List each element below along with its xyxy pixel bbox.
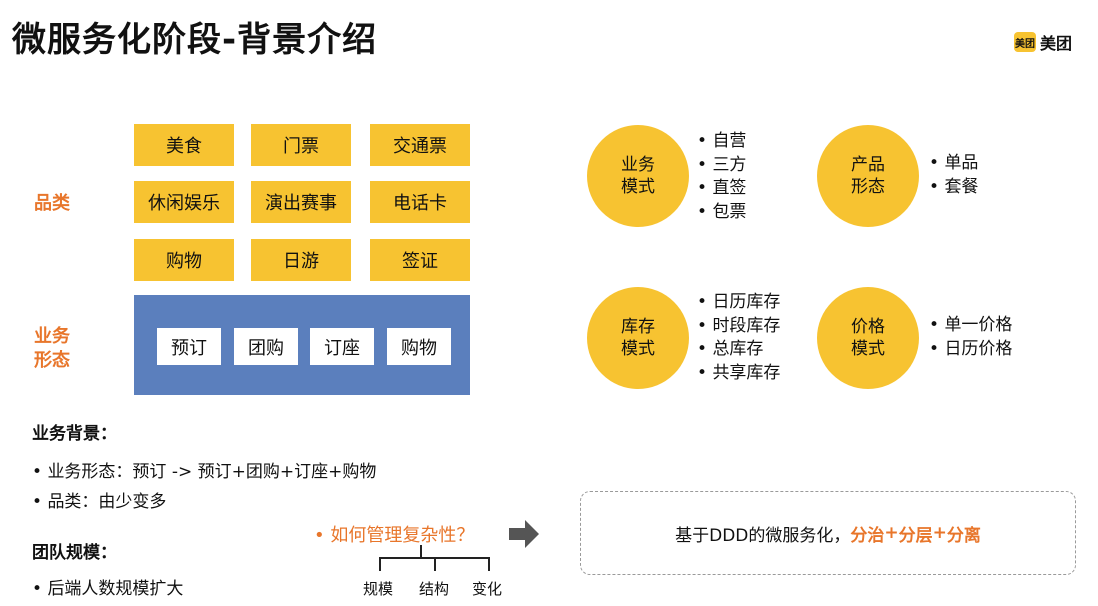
conclusion-plus: + [932,523,947,543]
circle-label-line2: 模式 [621,177,655,197]
list-item: 单一价格 [929,314,1012,338]
category-cell: 美食 [134,124,234,166]
business-form-label-line2: 形态 [34,350,70,371]
tree-branch [434,557,436,571]
circle-label-line1: 价格 [851,317,885,337]
circle-label-line1: 库存 [621,317,655,337]
right-arrow-icon [509,520,539,548]
circle-label-line2: 模式 [621,339,655,359]
list-item: 总库存 [697,338,780,362]
tree-label: 变化 [472,580,503,598]
tree-stem [420,545,422,557]
category-cell: 日游 [251,239,351,281]
list-item: 套餐 [929,176,978,200]
circle-label-line1: 业务 [621,155,655,175]
category-label: 品类 [34,193,70,214]
team-scale-heading: 团队规模： [32,543,117,563]
category-cell: 门票 [251,124,351,166]
tree-label: 结构 [419,580,450,598]
business-form-chip: 订座 [310,328,374,365]
list-item: 三方 [697,154,746,178]
background-bullet-text: 品类：由少变多 [47,492,167,512]
price-mode-circle: 价格 模式 [817,287,919,389]
list-item: 日历库存 [697,291,780,315]
conclusion-layer: 分层 [898,525,933,546]
team-bullet: • 后端人数规模扩大 [32,579,184,599]
conclusion-box: 基于DDD的微服务化，分治+分层+分离 [580,491,1076,575]
business-form-chip: 购物 [387,328,451,365]
business-background-heading: 业务背景： [32,424,117,444]
business-form-chip: 预订 [157,328,221,365]
background-bullet: • 业务形态：预订 -> 预订+团购+订座+购物 [32,462,377,482]
complexity-question: • 如何管理复杂性？ [314,525,475,546]
list-item: 直签 [697,177,746,201]
logo-icon: 美团 [1014,32,1036,52]
list-item: 自营 [697,130,746,154]
list-item: 包票 [697,201,746,225]
category-cell: 休闲娱乐 [134,181,234,223]
category-cell: 交通票 [370,124,470,166]
list-item: 日历价格 [929,338,1012,362]
tree-branch [488,557,490,571]
tree-label: 规模 [363,580,394,598]
product-form-circle: 产品 形态 [817,125,919,227]
price-mode-list: 单一价格 日历价格 [929,314,1012,361]
background-bullet-text: 业务形态：预订 -> 预订+团购+订座+购物 [47,462,377,482]
meituan-logo: 美团 美团 [1014,30,1072,54]
inventory-mode-circle: 库存 模式 [587,287,689,389]
product-form-list: 单品 套餐 [929,152,978,199]
background-bullet: • 品类：由少变多 [32,492,167,512]
circle-label-line1: 产品 [851,155,885,175]
business-mode-list: 自营 三方 直签 包票 [697,130,746,224]
conclusion-prefix: 基于DDD的微服务化， [675,525,851,546]
complexity-question-text: 如何管理复杂性？ [330,525,475,546]
page-title: 微服务化阶段-背景介绍 [12,20,378,60]
conclusion-divide: 分治 [850,525,885,546]
circle-label-line2: 形态 [851,177,885,197]
list-item: 单品 [929,152,978,176]
category-cell: 签证 [370,239,470,281]
list-item: 时段库存 [697,315,780,339]
category-cell: 电话卡 [370,181,470,223]
business-mode-circle: 业务 模式 [587,125,689,227]
inventory-mode-list: 日历库存 时段库存 总库存 共享库存 [697,291,780,385]
tree-branch [379,557,381,571]
team-bullet-text: 后端人数规模扩大 [47,579,184,599]
list-item: 共享库存 [697,362,780,386]
business-form-label: 业务 形态 [34,325,70,373]
business-form-chip: 团购 [234,328,298,365]
conclusion-separate: 分离 [946,525,981,546]
business-form-label-line1: 业务 [34,326,70,347]
circle-label-line2: 模式 [851,339,885,359]
logo-text: 美团 [1040,34,1073,53]
category-cell: 购物 [134,239,234,281]
category-cell: 演出赛事 [251,181,351,223]
conclusion-plus: + [884,523,899,543]
